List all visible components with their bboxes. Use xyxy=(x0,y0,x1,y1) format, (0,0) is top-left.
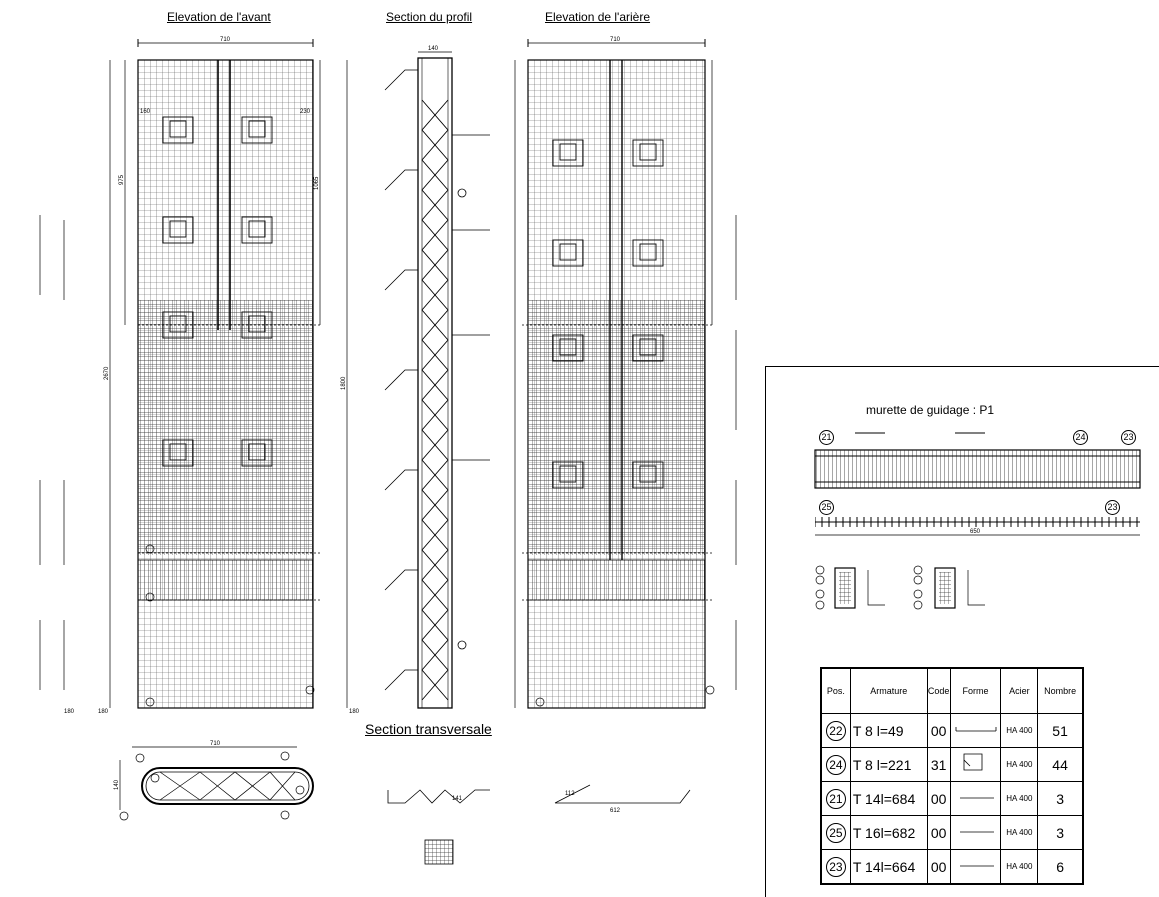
marker-25: 25 xyxy=(819,497,834,515)
nombre-cell: 6 xyxy=(1037,849,1084,885)
pos-marker: 23 xyxy=(825,856,846,877)
nombre-cell: 51 xyxy=(1037,713,1084,748)
pos-marker: 24 xyxy=(825,754,846,775)
bar-shape-icon xyxy=(955,726,996,731)
profile-total-dim: 1800 xyxy=(341,376,347,390)
straight-bar-icon xyxy=(959,831,994,832)
trans-width-dim: 710 xyxy=(210,741,221,747)
profile-width-dim: 140 xyxy=(428,46,439,52)
header-nombre: Nombre xyxy=(1037,667,1084,714)
front-seg1-dim: 975 xyxy=(119,174,125,185)
front-total-dim: 2670 xyxy=(104,366,110,380)
murette-length-dim: 650 xyxy=(970,529,981,535)
back-width-dim: 710 xyxy=(610,37,621,43)
profile-section: 140 1800 180 xyxy=(341,46,490,715)
armature-cell: T 8 l=221 xyxy=(849,747,928,782)
shape-b-dim: 612 xyxy=(610,808,621,814)
table-row: 23 T 14l=664 00 HA 400 6 xyxy=(820,849,1084,885)
armature-cell: T 14l=684 xyxy=(849,781,928,816)
front-bottom-mid-dim: 180 xyxy=(98,709,109,715)
header-acier: Acier xyxy=(1000,667,1039,714)
armature-cell: T 16l=682 xyxy=(849,815,928,850)
header-pos: Pos. xyxy=(820,667,851,714)
shape-c-dim: 141 xyxy=(452,796,463,802)
transversal-section: 710 140 141 112 612 xyxy=(114,741,691,865)
straight-bar-icon xyxy=(959,865,994,866)
trans-height-dim: 140 xyxy=(114,779,120,790)
header-armature: Armature xyxy=(849,667,928,714)
marker-23-top: 23 xyxy=(1121,427,1136,445)
profile-bottom-dim: 180 xyxy=(349,709,360,715)
nombre-cell: 44 xyxy=(1037,747,1084,782)
forme-cell xyxy=(949,815,1002,850)
profile-section-title: Section du profil xyxy=(386,10,473,24)
acier-cell: HA 400 xyxy=(1000,815,1039,850)
front-top-right-dim: 230 xyxy=(300,109,311,115)
front-elevation: 710 2670 975 1065 160 230 180 180 xyxy=(39,37,321,715)
header-code: Code xyxy=(926,667,951,714)
table-row: 21 T 14l=684 00 HA 400 3 xyxy=(820,781,1084,816)
nombre-cell: 3 xyxy=(1037,815,1084,850)
stirrup-shape-icon xyxy=(963,753,982,771)
front-bottom-left-dim: 180 xyxy=(64,709,75,715)
front-seg2-dim: 1065 xyxy=(314,176,320,190)
header-forme: Forme xyxy=(949,667,1002,714)
marker-21: 21 xyxy=(819,427,834,445)
marker-24: 24 xyxy=(1073,427,1088,445)
rebar-schedule-table: Pos. Armature Code Forme Acier Nombre 22… xyxy=(820,667,1084,885)
back-elevation-title: Elevation de l'arière xyxy=(545,10,651,24)
armature-cell: T 8 l=49 xyxy=(849,713,928,748)
code-cell: 00 xyxy=(926,713,951,748)
forme-cell xyxy=(949,747,1002,782)
front-top-left-dim: 160 xyxy=(140,109,151,115)
forme-cell xyxy=(949,713,1002,748)
table-row: 24 T 8 l=221 31 HA 400 44 xyxy=(820,747,1084,782)
murette-title: murette de guidage : P1 xyxy=(866,403,995,417)
detail-frame xyxy=(765,366,1159,897)
transversal-section-title: Section transversale xyxy=(365,721,492,737)
code-cell: 00 xyxy=(926,815,951,850)
back-elevation: 710 xyxy=(514,37,737,709)
pos-marker: 21 xyxy=(825,788,846,809)
marker-23-bottom: 23 xyxy=(1105,497,1120,515)
straight-bar-icon xyxy=(959,797,994,798)
nombre-cell: 3 xyxy=(1037,781,1084,816)
acier-cell: HA 400 xyxy=(1000,713,1039,748)
code-cell: 00 xyxy=(926,781,951,816)
front-elevation-title: Elevation de l'avant xyxy=(167,10,271,24)
murette-drawing: 650 xyxy=(814,432,1141,610)
forme-cell xyxy=(949,781,1002,816)
code-cell: 31 xyxy=(926,747,951,782)
front-width-dim: 710 xyxy=(220,37,231,43)
table-row: 25 T 16l=682 00 HA 400 3 xyxy=(820,815,1084,850)
pos-marker: 22 xyxy=(825,720,846,741)
table-row: 22 T 8 l=49 00 HA 400 51 xyxy=(820,713,1084,748)
acier-cell: HA 400 xyxy=(1000,849,1039,885)
armature-cell: T 14l=664 xyxy=(849,849,928,885)
code-cell: 00 xyxy=(926,849,951,885)
table-header-row: Pos. Armature Code Forme Acier Nombre xyxy=(820,667,1084,714)
forme-cell xyxy=(949,849,1002,885)
acier-cell: HA 400 xyxy=(1000,781,1039,816)
shape-a-dim: 112 xyxy=(565,791,575,797)
pos-marker: 25 xyxy=(825,822,846,843)
acier-cell: HA 400 xyxy=(1000,747,1039,782)
